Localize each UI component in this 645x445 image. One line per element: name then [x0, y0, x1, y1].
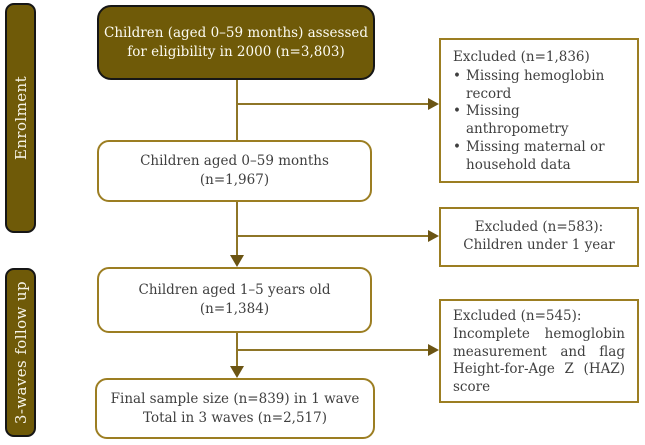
flow-box-aged-0-59-line1: Children aged 0–59 months	[140, 153, 329, 170]
flow-box-aged-1-5: Children aged 1–5 years old (n=1,384)	[97, 267, 372, 333]
arrowhead-final	[230, 366, 244, 378]
flow-box-final-sample: Final sample size (n=839) in 1 wave Tota…	[95, 378, 375, 439]
flow-box-final-line1: Final sample size (n=839) in 1 wave	[110, 390, 360, 407]
flow-box-final-line2: Total in 3 waves (n=2,517)	[143, 409, 327, 426]
exclusion-box-3-title: Excluded (n=545):	[453, 308, 582, 324]
connector-assessed-to-aged-0-59	[236, 80, 238, 140]
flow-box-aged-0-59-line2: (n=1,967)	[199, 172, 270, 188]
exclusion-box-2-line2: Children under 1 year	[463, 237, 615, 253]
flow-box-assessed-line1: Children (aged 0–59 months) assessed	[103, 24, 369, 41]
arrowhead-exclusion-1	[428, 98, 439, 110]
exclusion-box-2: Excluded (n=583): Children under 1 year	[439, 207, 639, 267]
exclusion-box-2-line1: Excluded (n=583):	[474, 219, 604, 236]
stage-bar-enrolment-label: Enrolment	[11, 76, 30, 160]
connector-to-exclusion-1	[236, 103, 428, 105]
exclusion-bullet: Missing anthropometry	[453, 103, 625, 139]
arrowhead-exclusion-3	[428, 344, 439, 356]
flow-box-aged-0-59: Children aged 0–59 months (n=1,967)	[97, 140, 372, 202]
arrowhead-exclusion-2	[428, 230, 439, 242]
flow-box-aged-1-5-line1: Children aged 1–5 years old	[138, 282, 331, 299]
stage-bar-followup: 3-waves follow up	[5, 268, 36, 437]
connector-aged-0-59-to-aged-1-5	[236, 202, 238, 255]
flow-box-aged-1-5-line2: (n=1,384)	[199, 301, 270, 317]
exclusion-bullet: Missing maternal or household data	[453, 139, 625, 175]
connector-to-exclusion-3	[236, 349, 428, 351]
exclusion-box-1-title: Excluded (n=1,836)	[453, 49, 590, 65]
flow-box-assessed-line2: for eligibility in 2000 (n=3,803)	[127, 43, 345, 60]
exclusion-box-3: Excluded (n=545): Incomplete hemoglobin …	[439, 299, 639, 403]
exclusion-box-1-bullet-list: Missing hemoglobin record Missing anthro…	[453, 68, 625, 175]
arrowhead-aged-1-5	[230, 255, 244, 267]
exclusion-bullet: Missing hemoglobin record	[453, 68, 625, 104]
stage-bar-followup-label: 3-waves follow up	[11, 280, 30, 425]
stage-bar-enrolment: Enrolment	[5, 3, 36, 233]
flow-box-assessed: Children (aged 0–59 months) assessed for…	[97, 5, 375, 80]
exclusion-box-3-body: Incomplete hemoglobin measurement and fl…	[453, 325, 625, 396]
exclusion-box-1: Excluded (n=1,836) Missing hemoglobin re…	[439, 38, 639, 183]
connector-to-exclusion-2	[236, 235, 428, 237]
